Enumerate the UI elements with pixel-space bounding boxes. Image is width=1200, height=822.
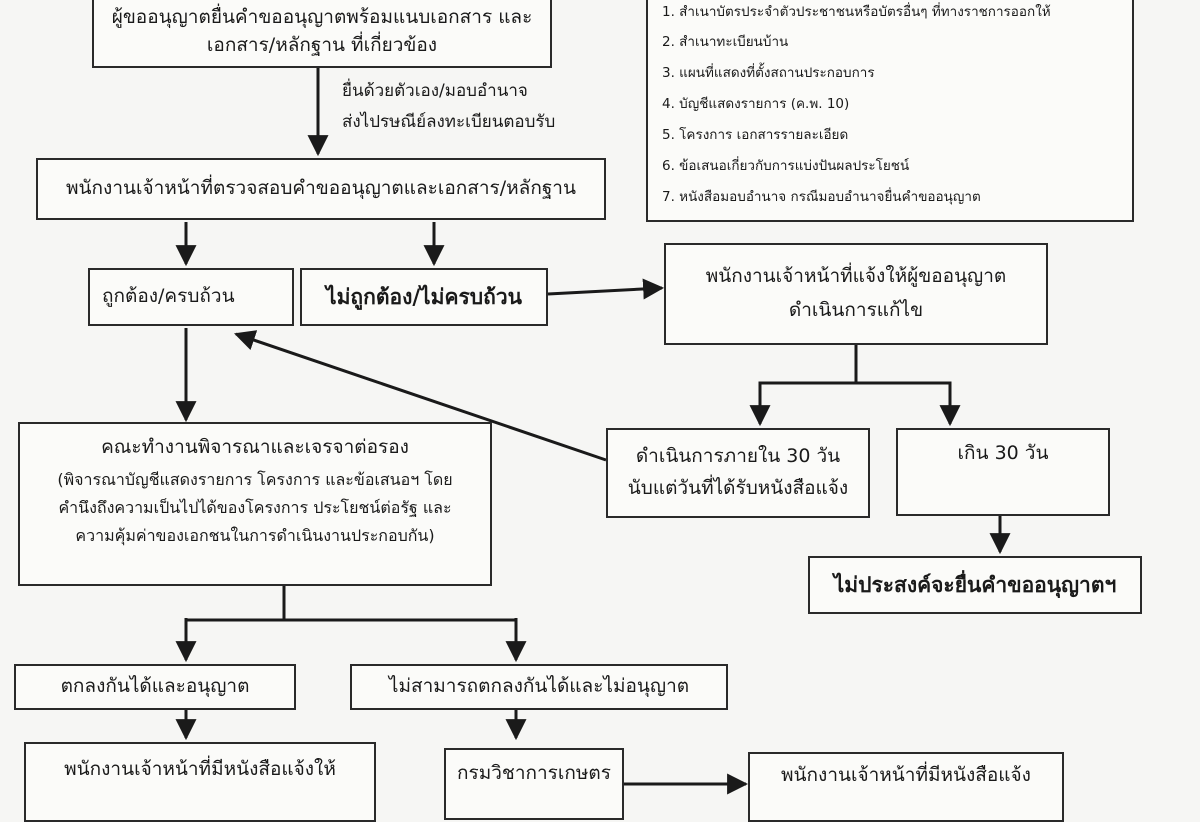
box-notify-fix-line1: พนักงานเจ้าหน้าที่แจ้งให้ผู้ขออนุญาต <box>705 265 1007 288</box>
submit-method-label: ยื่นด้วยตัวเอง/มอบอำนาจ ส่งไปรษณีย์ลงทะเ… <box>342 78 555 136</box>
document-list-item: 2. สำเนาทะเบียนบ้าน <box>662 34 789 50</box>
box-committee-title: คณะทำงานพิจารณาและเจรจาต่อรอง <box>101 436 409 458</box>
box-over-30-days: เกิน 30 วัน <box>896 428 1110 516</box>
box-application-line1: ผู้ขออนุญาตยื่นคำขออนุญาตพร้อมแนบเอกสาร … <box>111 6 533 29</box>
box-no-intent-text: ไม่ประสงค์จะยื่นคำขออนุญาตฯ <box>833 572 1117 597</box>
document-list-item: 4. บัญชีแสดงรายการ (ค.พ. 10) <box>662 96 850 112</box>
box-application: ผู้ขออนุญาตยื่นคำขออนุญาตพร้อมแนบเอกสาร … <box>92 0 552 68</box>
box-within-30-days-line2: นับแต่วันที่ได้รับหนังสือแจ้ง <box>627 477 849 499</box>
box-no-intent: ไม่ประสงค์จะยื่นคำขออนุญาตฯ <box>808 556 1142 614</box>
submit-method-line1: ยื่นด้วยตัวเอง/มอบอำนาจ <box>342 81 528 101</box>
arrow-return <box>234 330 607 462</box>
box-committee-line2: (พิจารณาบัญชีแสดงรายการ โครงการ และข้อเส… <box>57 469 453 489</box>
box-correct: ถูกต้อง/ครบถ้วน <box>88 268 294 326</box>
document-list-item: 1. สำเนาบัตรประจำตัวประชาชนหรือบัตรอื่นๆ… <box>662 4 1051 20</box>
box-within-30-days: ดำเนินการภายใน 30 วัน นับแต่วันที่ได้รับ… <box>606 428 870 518</box>
box-department-text: กรมวิชาการเกษตร <box>457 762 611 784</box>
document-list-item: 6. ข้อเสนอเกี่ยวกับการแบ่งปันผลประโยชน์ <box>662 158 910 174</box>
branch-fix <box>758 345 952 424</box>
arrow-to-notify-fix <box>547 278 665 300</box>
box-committee-line3: คำนึงถึงความเป็นไปได้ของโครงการ ประโยชน์… <box>58 497 452 517</box>
box-within-30-days-line1: ดำเนินการภายใน 30 วัน <box>635 445 841 468</box>
box-notify-deny-text: พนักงานเจ้าหน้าที่มีหนังสือแจ้ง <box>781 764 1031 786</box>
box-notify-deny: พนักงานเจ้าหน้าที่มีหนังสือแจ้ง <box>748 752 1064 822</box>
box-officer-check-text: พนักงานเจ้าหน้าที่ตรวจสอบคำขออนุญาตและเอ… <box>66 177 576 200</box>
box-disagree-text: ไม่สามารถตกลงกันได้และไม่อนุญาต <box>388 675 690 698</box>
box-notify-fix-line2: ดำเนินการแก้ไข <box>788 299 924 321</box>
box-officer-check: พนักงานเจ้าหน้าที่ตรวจสอบคำขออนุญาตและเอ… <box>36 158 606 220</box>
box-correct-text: ถูกต้อง/ครบถ้วน <box>102 285 235 308</box>
box-agree-text: ตกลงกันได้และอนุญาต <box>60 675 250 698</box>
box-application-line2: เอกสาร/หลักฐาน ที่เกี่ยวข้อง <box>206 34 438 56</box>
box-disagree: ไม่สามารถตกลงกันได้และไม่อนุญาต <box>350 664 728 710</box>
box-committee-line4: ความคุ้มค่าของเอกชนในการดำเนินงานประกอบก… <box>75 525 435 545</box>
document-list-item: 3. แผนที่แสดงที่ตั้งสถานประกอบการ <box>662 65 875 81</box>
box-notify-fix: พนักงานเจ้าหน้าที่แจ้งให้ผู้ขออนุญาต ดำเ… <box>664 243 1048 345</box>
document-list-item: 5. โครงการ เอกสารรายละเอียด <box>662 127 849 143</box>
flow-arrows <box>175 68 1011 795</box>
branch-committee <box>186 586 516 622</box>
submit-method-line2: ส่งไปรษณีย์ลงทะเบียนตอบรับ <box>342 112 556 133</box>
box-incorrect-text: ไม่ถูกต้อง/ไม่ครบถ้วน <box>326 284 522 309</box>
box-notify-permit: พนักงานเจ้าหน้าที่มีหนังสือแจ้งให้ <box>24 742 376 822</box>
document-list: 1. สำเนาบัตรประจำตัวประชาชนหรือบัตรอื่นๆ… <box>646 0 1134 222</box>
box-committee: คณะทำงานพิจารณาและเจรจาต่อรอง (พิจารณาบั… <box>18 422 492 586</box>
box-notify-permit-text: พนักงานเจ้าหน้าที่มีหนังสือแจ้งให้ <box>64 758 336 780</box>
box-over-30-days-text: เกิน 30 วัน <box>957 442 1049 464</box>
document-list-item: 7. หนังสือมอบอำนาจ กรณีมอบอำนาจยื่นคำขออ… <box>662 189 981 205</box>
box-department: กรมวิชาการเกษตร <box>444 748 624 820</box>
box-agree: ตกลงกันได้และอนุญาต <box>14 664 296 710</box>
box-incorrect: ไม่ถูกต้อง/ไม่ครบถ้วน <box>300 268 548 326</box>
